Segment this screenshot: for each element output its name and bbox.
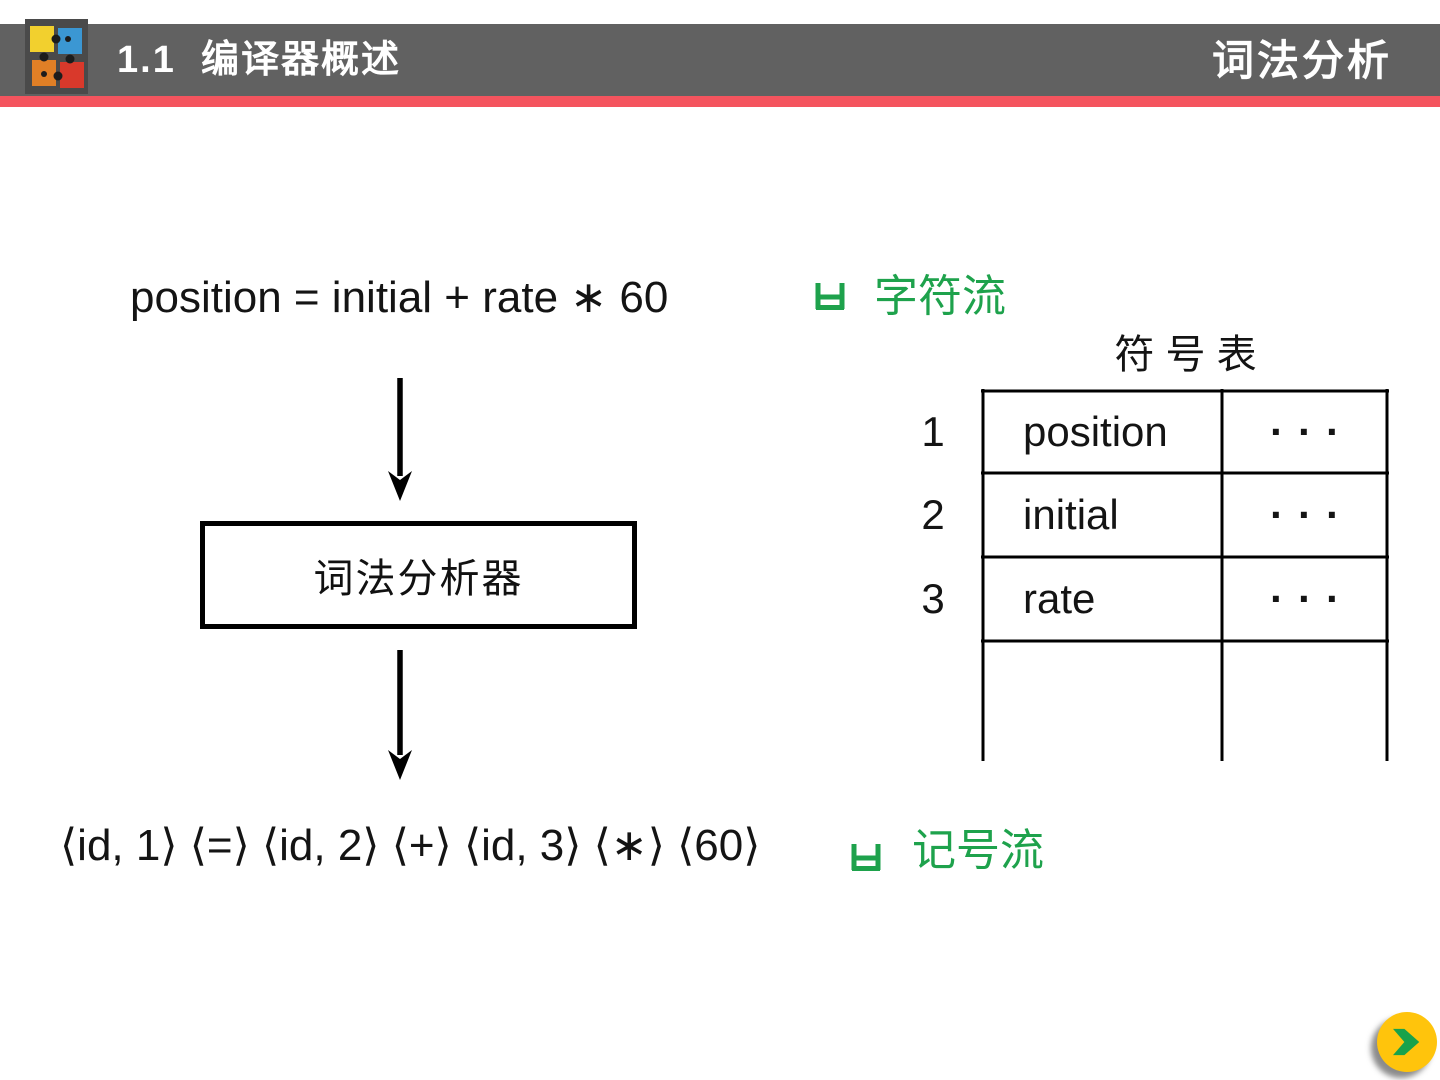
puzzle-logo-icon bbox=[25, 19, 88, 94]
header-topic-title: 词法分析 bbox=[1211, 39, 1392, 85]
chevron-right-icon bbox=[1393, 1028, 1420, 1056]
symbol-table-cell-attrs: ··· bbox=[1270, 491, 1354, 538]
symbol-table-row-number: 1 bbox=[921, 408, 945, 455]
stream-bullet-icon bbox=[851, 844, 881, 871]
stream-bullet-icon bbox=[815, 283, 845, 310]
red-divider-line bbox=[0, 96, 1440, 107]
lexical-analyzer-box: 词法分析器 bbox=[200, 521, 637, 629]
lexical-analyzer-label: 词法分析器 bbox=[313, 557, 524, 601]
down-arrow-icon bbox=[388, 378, 412, 501]
header-section-title: 1.1 编译器概述 bbox=[117, 39, 401, 81]
token-stream-line: ⟨id, 1⟩ ⟨=⟩ ⟨id, 2⟩ ⟨+⟩ ⟨id, 3⟩ ⟨∗⟩ ⟨60⟩ bbox=[60, 821, 761, 870]
symbol-table-cell-attrs: ··· bbox=[1270, 408, 1354, 455]
symbol-table-cell-attrs: ··· bbox=[1270, 575, 1354, 622]
symbol-table-cell-name: position bbox=[1023, 408, 1168, 455]
symbol-table-row-number: 3 bbox=[921, 575, 945, 622]
token-stream-label: 记号流 bbox=[912, 826, 1044, 875]
header-bar bbox=[0, 24, 1440, 96]
char-stream-label: 字符流 bbox=[874, 272, 1006, 321]
symbol-table-cell-name: initial bbox=[1023, 491, 1119, 538]
symbol-table-title: 符 号 表 bbox=[1114, 333, 1257, 377]
symbol-table-cell-name: rate bbox=[1023, 575, 1096, 622]
next-slide-button[interactable] bbox=[1377, 1012, 1437, 1072]
down-arrow-icon bbox=[388, 650, 412, 780]
symbol-table-grid bbox=[981, 389, 1389, 761]
source-code-line: position = initial + rate ∗ 60 bbox=[130, 273, 669, 322]
symbol-table-row-number: 2 bbox=[921, 491, 945, 538]
